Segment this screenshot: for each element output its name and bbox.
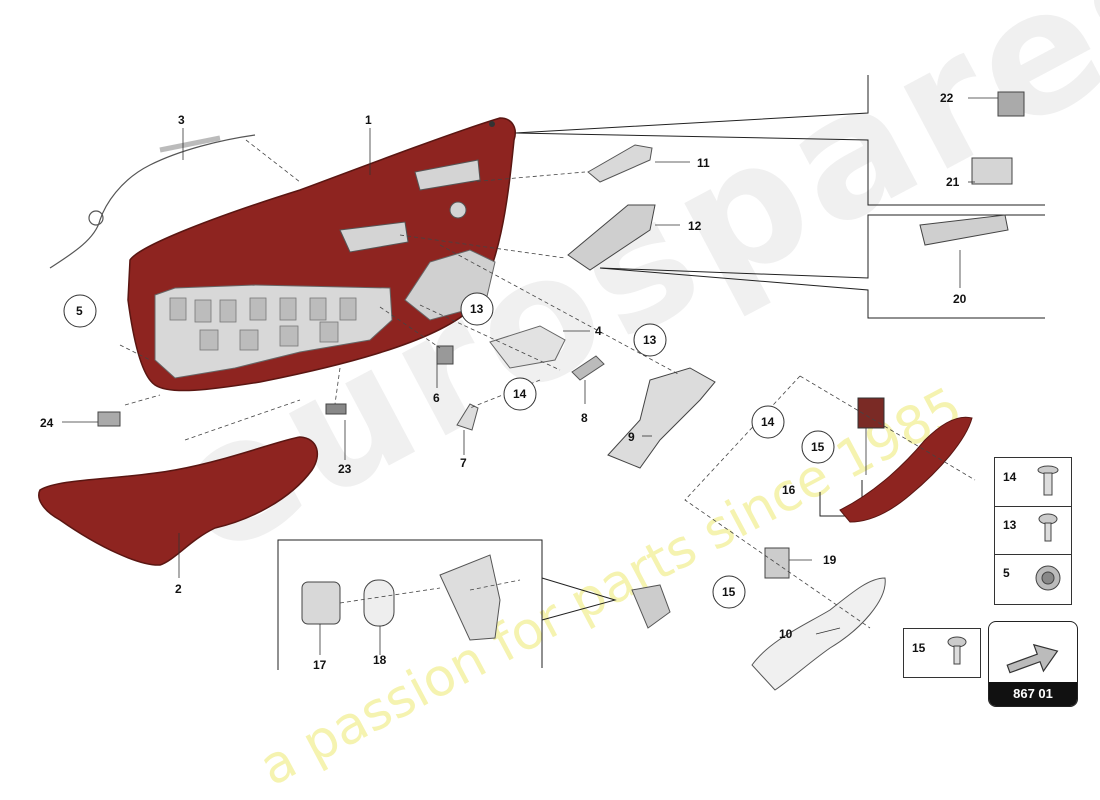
clip-23 xyxy=(325,403,347,415)
housing-plate xyxy=(439,554,501,641)
motor-17 xyxy=(301,581,341,625)
legend-label-13: 13 xyxy=(1003,518,1017,532)
clip-22 xyxy=(997,91,1025,117)
solid-leaders xyxy=(62,97,998,655)
switch-6 xyxy=(436,345,454,365)
callout-14a: 14 xyxy=(513,387,527,401)
callout-6: 6 xyxy=(433,391,440,405)
callout-15a: 15 xyxy=(811,440,825,454)
callout-1: 1 xyxy=(365,113,372,127)
callout-3: 3 xyxy=(178,113,185,127)
callout-24: 24 xyxy=(40,416,54,430)
fastener-legend: 14 13 5 xyxy=(994,457,1072,605)
grille-20 xyxy=(919,214,1009,246)
diagram-code: 867 01 xyxy=(989,682,1077,706)
speaker-grille-12 xyxy=(567,204,656,271)
mesh-8 xyxy=(571,355,605,381)
legend-label-15: 15 xyxy=(912,641,926,655)
cover-7 xyxy=(456,403,479,431)
grille-11 xyxy=(587,144,653,183)
clip-24 xyxy=(97,411,121,427)
callout-12: 12 xyxy=(688,219,702,233)
plug-21 xyxy=(971,157,1013,185)
clip-icon xyxy=(1035,565,1061,591)
legend-label-14: 14 xyxy=(1003,470,1017,484)
legend-row-14: 14 xyxy=(995,458,1071,507)
trim-10 xyxy=(751,577,886,691)
dashed-leaders xyxy=(119,139,976,629)
diagram-reference: 867 01 xyxy=(988,621,1078,707)
bracket-9 xyxy=(607,367,716,469)
callout-11: 11 xyxy=(697,156,710,170)
callout-10: 10 xyxy=(779,627,793,641)
legend-row-5: 5 xyxy=(995,554,1071,604)
callout-21: 21 xyxy=(946,175,960,189)
legend-row-13: 13 xyxy=(995,506,1071,555)
callout-17: 17 xyxy=(313,658,327,672)
callout-18: 18 xyxy=(373,653,387,667)
callout-4: 4 xyxy=(595,324,602,338)
callout-circles xyxy=(63,292,835,609)
callout-16: 16 xyxy=(782,483,796,497)
callout-19: 19 xyxy=(823,553,837,567)
callout-labels: 1 2 3 4 5 6 7 8 9 10 11 12 13 13 14 14 1… xyxy=(40,91,967,672)
release-cable xyxy=(49,134,256,269)
fastener-15-box: 15 xyxy=(903,628,981,678)
ring-18 xyxy=(363,579,395,627)
callout-5: 5 xyxy=(76,304,83,318)
callout-7: 7 xyxy=(460,456,467,470)
handle-4 xyxy=(489,325,566,369)
frame-lines xyxy=(277,75,1045,670)
trim-16 xyxy=(839,416,973,523)
bolt-icon xyxy=(947,636,967,665)
spacer-19 xyxy=(764,547,790,579)
door-panel xyxy=(127,117,516,392)
bolt-icon xyxy=(1038,513,1058,542)
legend-label-5: 5 xyxy=(1003,566,1010,580)
callout-20: 20 xyxy=(953,292,967,306)
arrow-icon xyxy=(1006,643,1059,674)
speaker-housing xyxy=(631,584,671,629)
callout-22: 22 xyxy=(940,91,954,105)
callout-23: 23 xyxy=(338,462,352,476)
callout-13a: 13 xyxy=(470,302,484,316)
callout-2: 2 xyxy=(175,582,182,596)
callout-8: 8 xyxy=(581,411,588,425)
callout-13b: 13 xyxy=(643,333,657,347)
callout-15b: 15 xyxy=(722,585,736,599)
callout-14b: 14 xyxy=(761,415,775,429)
screw-icon xyxy=(1037,465,1059,496)
callout-9: 9 xyxy=(628,430,635,444)
armrest-pad xyxy=(38,436,319,566)
